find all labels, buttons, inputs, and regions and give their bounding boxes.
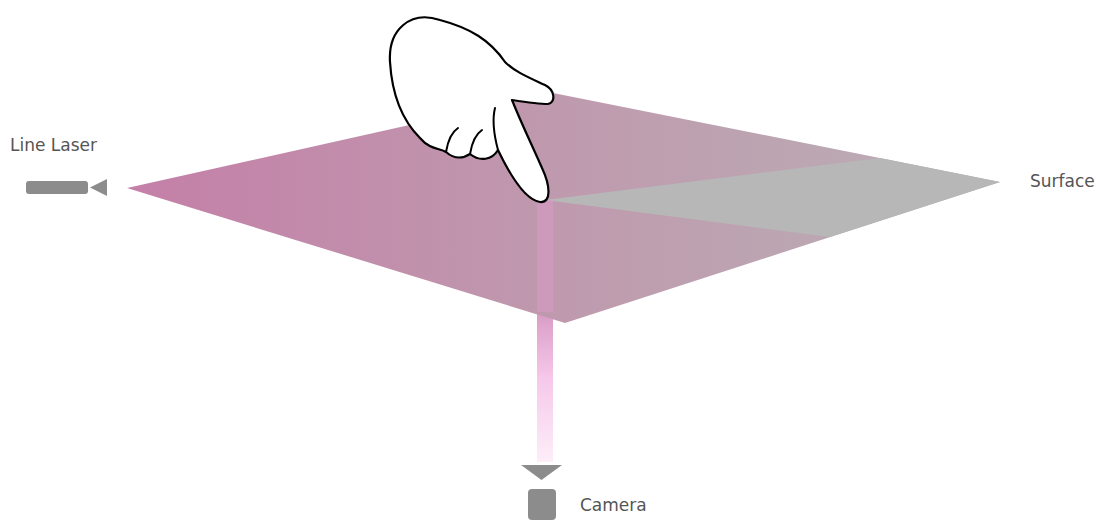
label-text: Line Laser	[10, 135, 97, 155]
reflected-beam-upper	[537, 200, 553, 312]
finger-shadow	[545, 158, 1000, 237]
label-text: Camera	[580, 495, 647, 515]
label-text: Surface	[1030, 171, 1095, 191]
pointing-hand	[390, 17, 553, 202]
camera-icon	[521, 465, 562, 520]
laser-plane	[127, 93, 1000, 323]
finger-lines	[446, 108, 498, 154]
reflected-beam	[537, 310, 553, 462]
laser-icon	[26, 179, 107, 196]
